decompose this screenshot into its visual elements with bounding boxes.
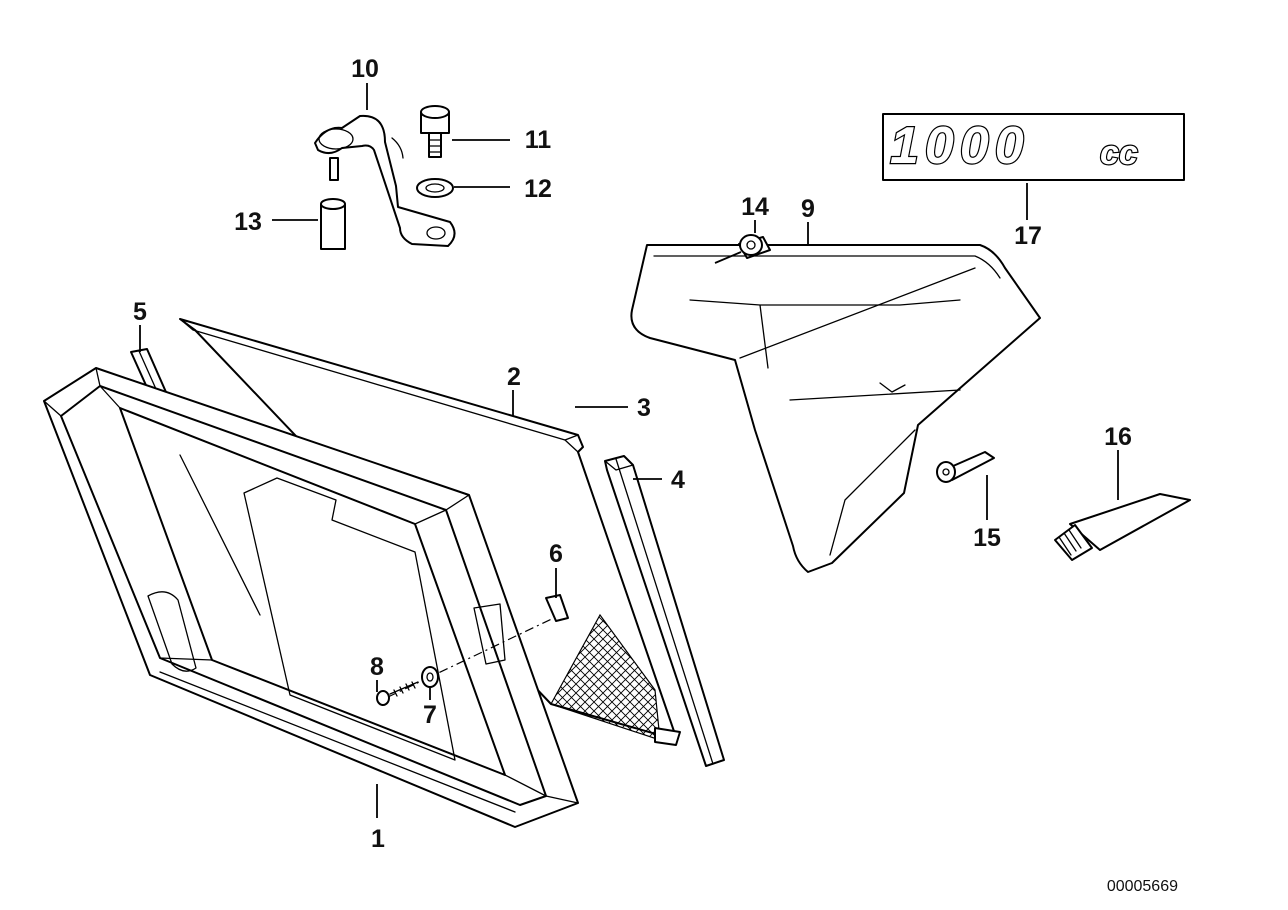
callout-15: 15 bbox=[973, 524, 1001, 552]
document-number: 00005669 bbox=[1107, 878, 1178, 895]
callout-labels: 1 2 3 4 5 6 7 8 9 10 11 12 13 14 15 16 1… bbox=[133, 55, 1132, 853]
emblem-number: 1000 bbox=[890, 117, 1030, 175]
pin-13 bbox=[320, 157, 346, 250]
bracket-10 bbox=[314, 114, 456, 247]
callout-9: 9 bbox=[801, 195, 815, 223]
part-4-strip bbox=[604, 455, 725, 767]
emblem-17: 1000 cc bbox=[882, 113, 1185, 181]
callout-3: 3 bbox=[637, 394, 651, 422]
callout-14: 14 bbox=[741, 193, 769, 221]
grommet-14 bbox=[738, 234, 771, 259]
callout-16: 16 bbox=[1104, 423, 1132, 451]
washer-12 bbox=[416, 178, 454, 198]
callout-5: 5 bbox=[133, 298, 147, 326]
callout-11: 11 bbox=[525, 126, 552, 154]
callout-17: 17 bbox=[1014, 222, 1042, 250]
emblem-unit: cc bbox=[1100, 134, 1138, 172]
part-1-frame bbox=[43, 367, 579, 828]
callout-4: 4 bbox=[671, 466, 685, 494]
callout-1: 1 bbox=[371, 825, 385, 853]
callout-12: 12 bbox=[524, 175, 552, 203]
screw-11 bbox=[420, 105, 450, 158]
part-9-cover bbox=[630, 244, 1041, 573]
callout-7: 7 bbox=[423, 701, 437, 729]
tube-16 bbox=[1054, 493, 1191, 561]
callout-13: 13 bbox=[234, 208, 262, 236]
buffer-15 bbox=[936, 451, 995, 483]
callout-8: 8 bbox=[370, 653, 384, 681]
callout-6: 6 bbox=[549, 540, 563, 568]
leader-lines bbox=[139, 83, 1119, 818]
callout-2: 2 bbox=[507, 363, 521, 391]
callout-10: 10 bbox=[351, 55, 379, 83]
